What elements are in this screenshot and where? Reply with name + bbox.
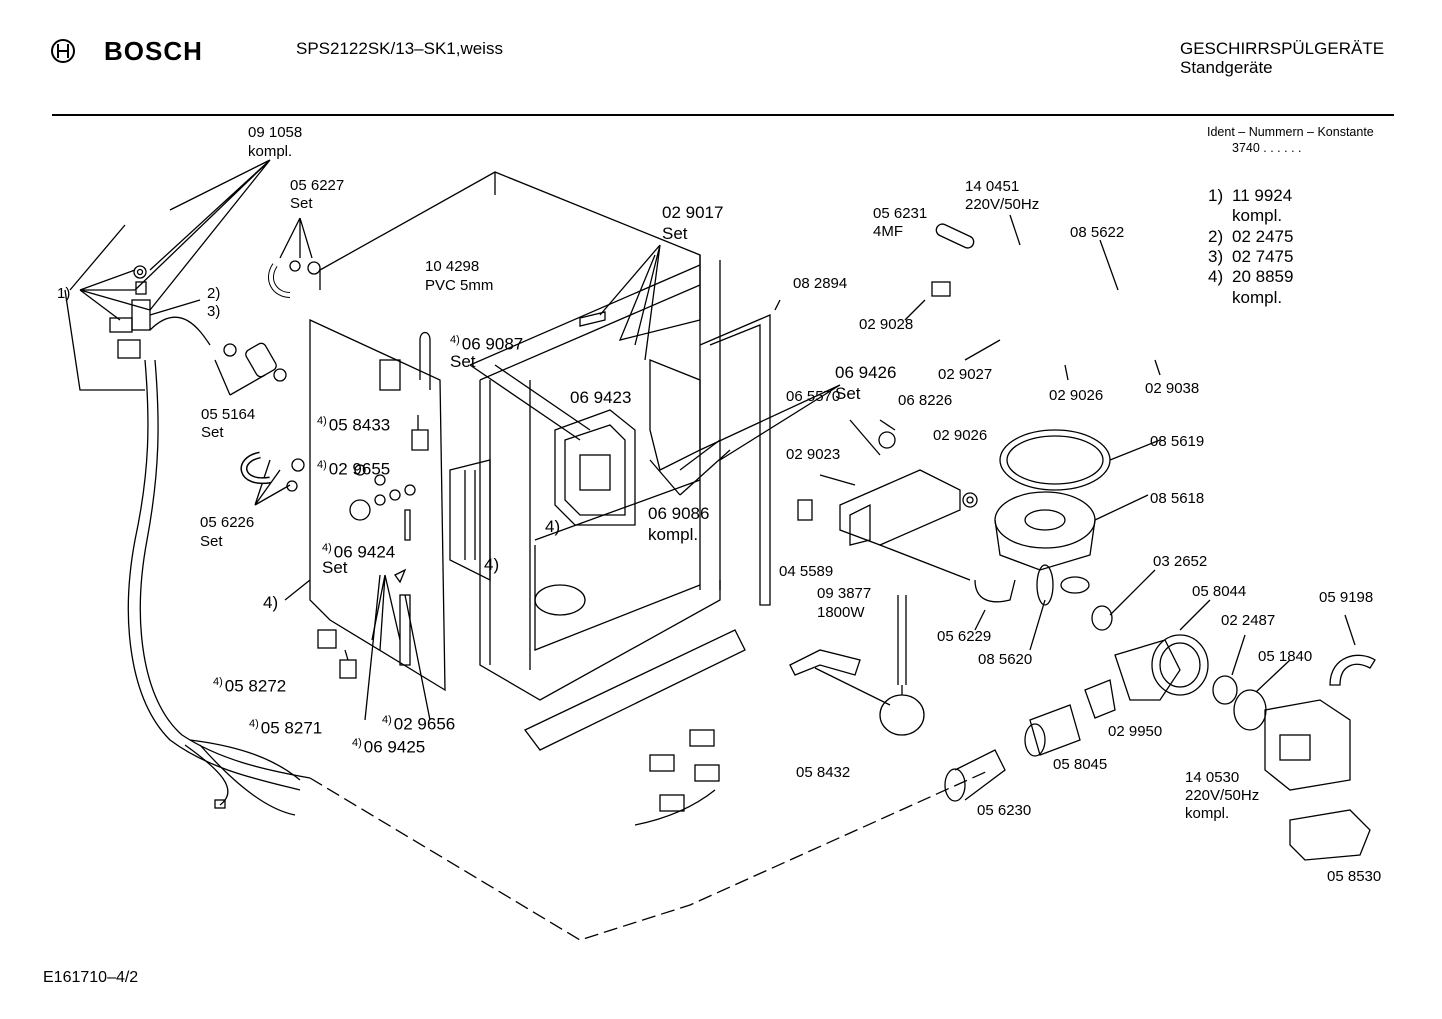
part-label: 05 6227 [290,177,345,194]
part-label: 02 9038 [1145,380,1200,397]
part-label: 4MF [873,223,903,240]
part-label: 05 1840 [1258,648,1313,665]
ident-value: 3740 . . . . . . [1232,141,1302,155]
part-label: Set [835,384,861,403]
model-title: SPS2122SK/13–SK1,weiss [296,39,503,58]
category-title: GESCHIRRSPÜLGERÄTE [1180,39,1385,58]
part-label: 03 2652 [1153,553,1208,570]
part-label: 06 8226 [898,392,953,409]
ident-label: Ident – Nummern – Konstante [1207,125,1374,139]
part-label: 08 5620 [978,651,1033,668]
subcategory-title: Standgeräte [1180,58,1273,77]
part-label: 08 2894 [793,275,848,292]
part-label: 02 9023 [786,446,841,463]
part-label: 4)05 8271 [249,718,323,738]
part-label: 05 9198 [1319,589,1374,606]
part-label: 10 4298 [425,258,480,275]
part-label: Set [322,558,348,577]
part-label: 02 9027 [938,366,993,383]
part-label: PVC 5mm [425,277,494,294]
drawing-code: E161710–4/2 [43,969,139,986]
part-label: 05 8045 [1053,756,1108,773]
part-label: Set [290,195,313,212]
brand-name: BOSCH [104,36,203,66]
part-label: 4) [263,593,279,612]
legend-key-1: 1) [1208,186,1224,205]
part-label: 3) [207,303,221,320]
part-label: 02 9950 [1108,723,1163,740]
part-label: Set [201,424,224,441]
part-label: 04 5589 [779,563,834,580]
part-label: 05 5164 [201,406,256,423]
part-label: 02 9026 [1049,387,1104,404]
legend-extra-4: kompl. [1232,288,1283,307]
part-label: 02 9017 [662,203,724,222]
part-label: 05 6226 [200,514,255,531]
part-label: 05 8044 [1192,583,1247,600]
part-label: 4) [545,517,561,536]
part-label: 05 6230 [977,802,1032,819]
part-label: 220V/50Hz [965,196,1040,213]
part-label: 4)06 9425 [352,737,426,757]
part-label: 05 6229 [937,628,992,645]
part-label: 02 9026 [933,427,988,444]
part-label: 05 8530 [1327,868,1382,885]
part-label: 1) [57,285,71,302]
part-label: 4)02 9656 [382,714,456,734]
part-label: Set [200,533,223,550]
legend-text-2: 02 2475 [1232,227,1294,246]
part-label: 4)06 9424 [322,542,396,562]
legend-key-4: 4) [1208,267,1224,286]
part-label: kompl. [248,143,293,160]
legend-text-4: 20 8859 [1232,267,1294,286]
part-label: Set [450,352,476,371]
bosch-logo-icon [50,38,76,69]
part-label: Set [662,224,688,243]
part-label: 06 5570 [786,388,841,405]
part-label: 220V/50Hz [1185,787,1260,804]
part-label: 4) [484,555,500,574]
legend-text-1: 11 9924 [1232,186,1293,205]
legend-text-3: 02 7475 [1232,247,1294,266]
part-label: 2) [207,285,221,302]
part-label: 06 9426 [835,363,897,382]
part-label: 4)05 8433 [317,415,391,435]
header-divider [52,114,1394,116]
part-label: 4)06 9087 [450,334,524,354]
part-label: 1800W [817,604,865,621]
legend-key-3: 3) [1208,247,1224,266]
part-label: 06 9423 [570,388,632,407]
legend-extra-1: kompl. [1232,206,1283,225]
part-label: 08 5619 [1150,433,1205,450]
part-label: 14 0451 [965,178,1020,195]
part-label: kompl. [1185,805,1230,822]
part-label: 4)05 8272 [213,676,287,696]
part-label: kompl. [648,525,699,544]
part-label: 02 9028 [859,316,914,333]
part-label: 08 5618 [1150,490,1205,507]
legend-key-2: 2) [1208,227,1224,246]
part-label: 09 1058 [248,124,303,141]
part-label: 02 2487 [1221,612,1276,629]
part-label: 14 0530 [1185,769,1240,786]
part-label: 09 3877 [817,585,872,602]
part-label: 05 6231 [873,205,928,222]
part-label: 06 9086 [648,504,710,523]
part-label: 05 8432 [796,764,851,781]
part-label: 4)02 9655 [317,459,391,479]
part-label: 08 5622 [1070,224,1125,241]
